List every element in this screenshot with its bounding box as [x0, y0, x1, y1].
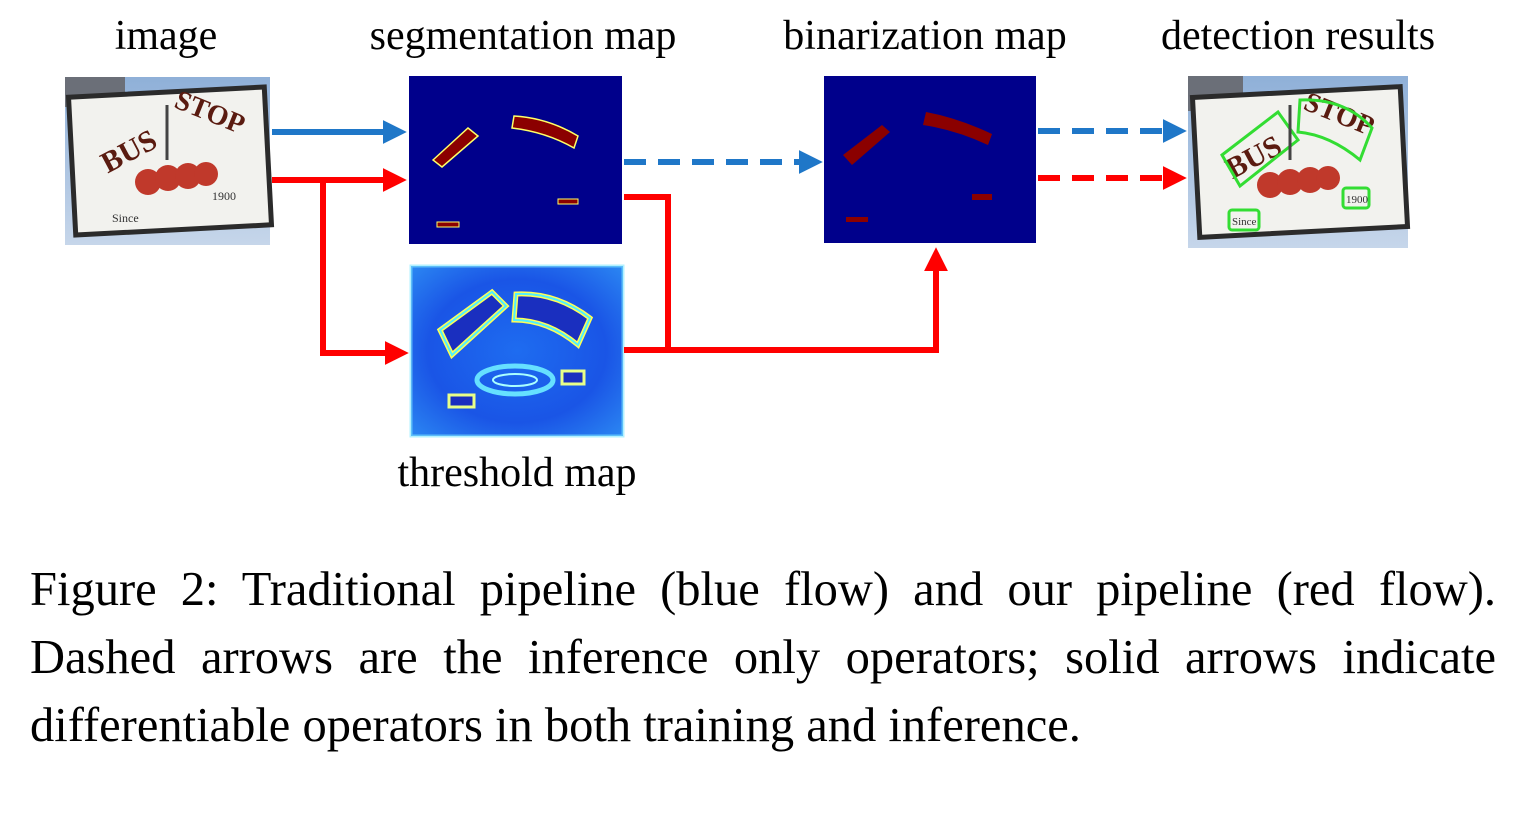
binarization-map-panel — [824, 76, 1036, 243]
figure-caption: Figure 2: Traditional pipeline (blue flo… — [30, 563, 1496, 752]
binarization-map-label: binarization map — [783, 13, 1067, 59]
segmentation-map-panel — [409, 76, 622, 244]
red-solid-segmentation-link — [624, 194, 671, 350]
sign-year-text: 1900 — [212, 189, 236, 203]
red-solid-arrow-to-threshold — [320, 180, 409, 365]
threshold-map-label: threshold map — [397, 450, 637, 496]
red-solid-arrow-to-binarization — [624, 247, 948, 353]
image-label: image — [114, 13, 218, 59]
segmentation-map-label: segmentation map — [369, 13, 677, 59]
result-year-text: 1900 — [1346, 194, 1369, 206]
pipeline-diagram: BUS STOP Since 1900 — [65, 76, 1411, 438]
detection-results-label: detection results — [1160, 13, 1436, 59]
detection-results-panel: BUS STOP Since 1900 — [1188, 76, 1411, 248]
threshold-map-panel — [409, 264, 625, 438]
sign-since-text: Since — [112, 211, 139, 225]
input-image-panel: BUS STOP Since 1900 — [65, 77, 275, 245]
result-since-text: Since — [1232, 216, 1257, 228]
